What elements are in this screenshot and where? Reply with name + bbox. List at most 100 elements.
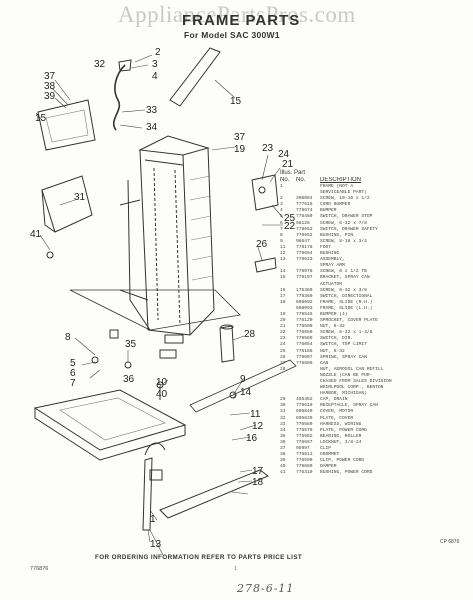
callout-31: 31 — [74, 192, 86, 203]
part-number: 98647 — [296, 238, 310, 244]
part-illus-no: 18 — [280, 299, 286, 305]
part-description: FRAME, SLIDE (L.H.) — [320, 305, 373, 311]
part-illus-no: 6 — [280, 220, 283, 226]
part-description: LOCKNUT, 3/8-24 — [320, 439, 362, 445]
part-number: 776686 — [296, 360, 313, 366]
part-number: 306084 — [296, 196, 313, 202]
part-number: 776623 — [296, 257, 313, 263]
part-illus-no: 29 — [280, 397, 286, 403]
part-description: SCREW, 6-32 x 7/8 — [320, 220, 367, 226]
part-illus-no: 1 — [280, 184, 283, 189]
part-description: CLIP, POWER CORD — [320, 458, 365, 464]
part-illus-no: 7 — [280, 226, 283, 232]
part-number: 778360 — [296, 293, 313, 299]
part-description: SWITCH, DRAWER STOP — [320, 214, 373, 220]
part-number: 605840 — [296, 409, 313, 415]
callout-12: 12 — [252, 421, 264, 432]
part-description: CHASED FROM SALES DIVISION — [320, 379, 392, 384]
part-illus-no: 36 — [280, 439, 286, 445]
callout-11: 11 — [250, 409, 261, 420]
part-number: 776590 — [296, 458, 313, 464]
part-description: SWITCH, DIR. — [320, 336, 354, 342]
part-description: COVER, MOTOR — [320, 409, 354, 415]
part-number: 776120 — [296, 318, 313, 324]
part-description: NUT, AEROSOL CAN REFILL — [320, 366, 384, 372]
part-description: SERVICEABLE PART) — [320, 190, 367, 196]
part-illus-no: 38 — [280, 452, 286, 458]
callout-13: 13 — [150, 539, 162, 550]
part-illus-no: 14 — [280, 269, 286, 275]
part-description: SCREW, 6-32 x 1-3/8 — [320, 330, 373, 336]
part-description: CAN — [320, 360, 329, 366]
part-description: BRACKET, SPRAY CAN — [320, 275, 370, 281]
part-description: SPROCKET, COVER PLATE — [320, 318, 378, 324]
part-description: SPRAY ARM — [320, 263, 345, 269]
handwritten-note: 278-6-11 — [237, 582, 295, 595]
part-number: 776687 — [296, 439, 313, 445]
part-illus-no: 9 — [280, 238, 283, 244]
callout-28: 28 — [244, 329, 256, 340]
part-illus-no: 27 — [280, 360, 286, 366]
part-number: 776610 — [296, 403, 313, 409]
parts-row: ACTUATOR — [280, 282, 468, 288]
part-description: SCREW, 8 x 1/2 TB — [320, 269, 367, 275]
part-illus-no: 21 — [280, 324, 286, 330]
frame-front-left-post — [139, 149, 149, 331]
header-illus-no: No. — [280, 177, 290, 183]
callout-34: 34 — [146, 122, 158, 133]
part-illus-no: 12 — [280, 251, 286, 257]
parts-row: 29 455452 CAP, DRAIN — [280, 397, 468, 403]
cover-plate — [37, 99, 96, 151]
part-description: SPRING, SPRAY CAN — [320, 354, 367, 360]
model-subtitle: For Model SAC 300W1 — [184, 30, 280, 40]
part-illus-no: 37 — [280, 446, 286, 452]
part-description: SCREW, 10-16 x 1/2 — [320, 196, 370, 202]
callout-10: 10 — [156, 377, 168, 388]
callout-22: 22 — [284, 221, 296, 232]
parts-row: 5 778480 SWITCH, DRAWER STOP — [280, 214, 468, 220]
callout-24: 24 — [278, 149, 290, 160]
part-description: PLATE, COVER — [320, 415, 354, 421]
parts-row: 14 776076 SCREW, 8 x 1/2 TB — [280, 269, 468, 275]
part-description: BEARING, ROLLER — [320, 433, 362, 439]
part-description: NUT, 6-32 — [320, 324, 345, 330]
part-number: 776076 — [296, 269, 313, 275]
part-description: CAP, DRAIN — [320, 397, 348, 403]
callout-23: 23 — [262, 143, 274, 154]
part-illus-no: 8 — [280, 232, 283, 238]
parts-row: 36 776687 LOCKNUT, 3/8-24 — [280, 440, 468, 446]
part-number: 776654 — [296, 251, 313, 257]
part-number: 778480 — [296, 214, 313, 220]
callout-40: 40 — [156, 389, 168, 400]
part-number: 776500 — [296, 324, 313, 330]
part-illus-no: 24 — [280, 342, 286, 348]
callout-5: 5 — [70, 358, 76, 369]
part-number: 776689 — [296, 421, 313, 427]
part-description: WHIRLPOOL CORP., BENTON — [320, 385, 384, 391]
part-illus-no: 28 — [280, 366, 286, 372]
part-number: 776178 — [296, 244, 313, 250]
part-number: 605839 — [296, 415, 313, 421]
part-description: SWITCH, TOP LIMIT — [320, 342, 367, 348]
part-number: 98126 — [296, 220, 310, 226]
part-number: 455452 — [296, 397, 313, 403]
part-illus-no: 5 — [280, 214, 283, 220]
parts-row: 6 98126 SCREW, 6-32 x 7/8 — [280, 221, 468, 227]
part-description: HARNESS, WIRING — [320, 421, 362, 427]
